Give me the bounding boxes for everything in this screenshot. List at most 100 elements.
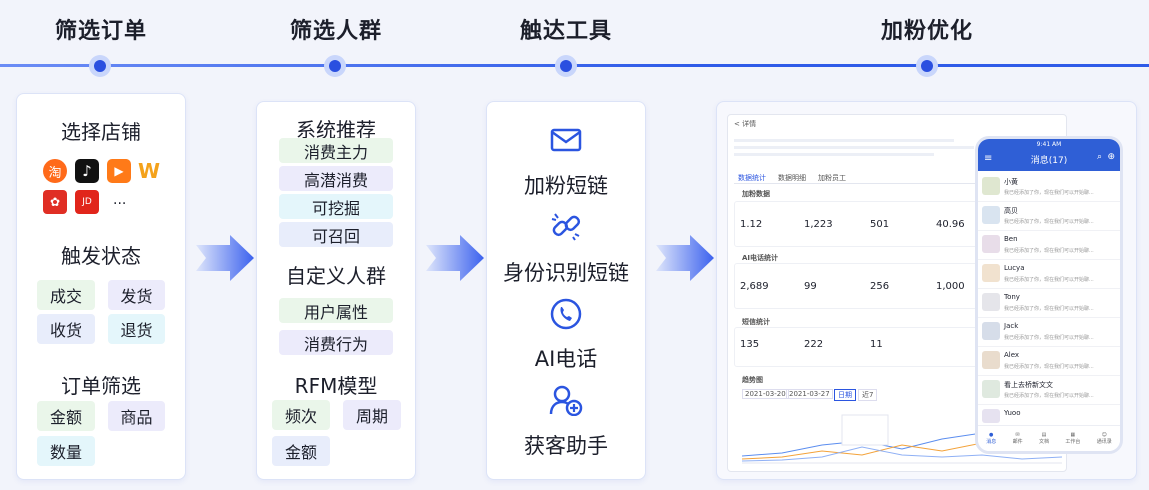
dash-tab-stats[interactable]: 数据统计 xyxy=(738,174,766,182)
list-item[interactable]: 看上去桥新文文我已经添加了你，现在我们可以开始聊... xyxy=(978,376,1120,405)
chip-recallable[interactable]: 可召回 xyxy=(279,222,393,247)
stat-value: 40.96 xyxy=(936,219,965,230)
more-stores: ... xyxy=(113,192,127,208)
list-item[interactable]: 小黄我已经添加了你，现在我们可以开始聊... xyxy=(978,173,1120,202)
nav-contacts[interactable]: ☺通讯录 xyxy=(1096,432,1112,445)
tool-identity-link[interactable]: 身份识别短链 xyxy=(503,261,629,285)
contact-preview: 我已经添加了你，现在我们可以开始聊... xyxy=(1004,364,1094,370)
chip-return[interactable]: 退货 xyxy=(108,314,165,344)
store-title: 选择店铺 xyxy=(61,120,141,144)
dash-section-fans: 加粉数据 xyxy=(742,190,770,198)
list-item[interactable]: Yuoo xyxy=(978,405,1120,425)
contact-preview: 我已经添加了你，现在我们可以开始聊... xyxy=(1004,219,1094,225)
tool-short-link[interactable]: 加粉短链 xyxy=(524,174,608,198)
add-icon[interactable]: ⊕ xyxy=(1107,152,1115,162)
stat-value: 1,000 xyxy=(936,281,965,292)
chip-user-attr[interactable]: 用户属性 xyxy=(279,298,393,323)
timeline-dot xyxy=(89,55,111,77)
avatar xyxy=(982,380,1000,398)
chip-ship[interactable]: 发货 xyxy=(108,280,165,310)
dash-section-ai: AI电话统计 xyxy=(742,254,779,262)
avatar xyxy=(982,409,1000,423)
pinduoduo-icon: ✿ xyxy=(43,190,67,214)
nav-workbench[interactable]: ▦工作台 xyxy=(1065,432,1081,445)
chip-rfm-amount[interactable]: 金额 xyxy=(272,436,330,466)
chip-deal[interactable]: 成交 xyxy=(37,280,95,310)
douyin-icon: ♪ xyxy=(75,159,99,183)
stat-value: 1.12 xyxy=(740,219,763,230)
contact-preview: 我已经添加了你，现在我们可以开始聊... xyxy=(1004,248,1094,254)
stage-title-crowd: 筛选人群 xyxy=(289,19,382,44)
stat-value: 2,689 xyxy=(740,281,769,292)
btn-day[interactable]: 日期 xyxy=(834,389,856,401)
phone-title: 消息(17) xyxy=(1030,156,1068,166)
tool-acquire-assistant[interactable]: 获客助手 xyxy=(524,434,608,458)
contact-preview: 我已经添加了你，现在我们可以开始聊... xyxy=(1004,190,1094,196)
chip-cycle[interactable]: 周期 xyxy=(343,400,401,430)
orders-card: 选择店铺 淘 ♪ ▶ W ✿ JD ... 触发状态 成交 发货 收货 退货 订… xyxy=(16,93,186,480)
chip-high-potential[interactable]: 高潜消费 xyxy=(279,166,393,191)
dash-back[interactable]: < 详情 xyxy=(734,120,757,128)
stat-value: 256 xyxy=(870,281,890,292)
nav-messages[interactable]: ●消息 xyxy=(986,432,997,445)
contact-preview: 我已经添加了你，现在我们可以开始聊... xyxy=(1004,335,1094,341)
list-item[interactable]: Lucya 我已经添加了你，现在我们可以开始聊... xyxy=(978,260,1120,289)
avatar xyxy=(982,322,1000,340)
dash-tab-staff[interactable]: 加粉员工 xyxy=(818,174,846,182)
chip-receive[interactable]: 收货 xyxy=(37,314,95,344)
stat-value: 501 xyxy=(870,219,890,230)
phone-nav: ●消息 ✉邮件 ▤文档 ▦工作台 ☺通讯录 xyxy=(978,425,1120,451)
contact-name: Alex xyxy=(1004,351,1020,359)
stat-value: 99 xyxy=(804,281,817,292)
optimize-card: < 详情 数据统计 数据明细 加粉员工 加粉数据 1.12 1,223 501 … xyxy=(716,101,1137,480)
stat-value: 222 xyxy=(804,339,824,350)
dash-section-trend: 趋势图 xyxy=(742,376,763,384)
user-add-icon xyxy=(549,385,583,416)
nav-mail[interactable]: ✉邮件 xyxy=(1012,432,1023,445)
dash-tab-detail[interactable]: 数据明细 xyxy=(778,174,806,182)
contact-name: 看上去桥新文文 xyxy=(1004,381,1053,389)
btn-week[interactable]: 近7 xyxy=(858,389,878,401)
chip-amount[interactable]: 金额 xyxy=(37,401,95,431)
contact-preview: 我已经添加了你，现在我们可以开始聊... xyxy=(1004,306,1094,312)
dash-section-sms: 短信统计 xyxy=(742,318,770,326)
avatar xyxy=(982,264,1000,282)
chip-frequency[interactable]: 频次 xyxy=(272,400,330,430)
menu-icon[interactable]: ≡ xyxy=(984,153,993,164)
stat-value: 1,223 xyxy=(804,219,833,230)
avatar xyxy=(982,177,1000,195)
status-title: 触发状态 xyxy=(61,244,141,268)
chip-quantity[interactable]: 数量 xyxy=(37,436,95,466)
contact-name: Lucya xyxy=(1004,264,1025,272)
chip-main-consumer[interactable]: 消费主力 xyxy=(279,138,393,163)
jd-icon: JD xyxy=(75,190,99,214)
flow-arrow xyxy=(196,235,254,281)
contact-list: 小黄我已经添加了你，现在我们可以开始聊... 高贝我已经添加了你，现在我们可以开… xyxy=(978,173,1120,425)
timeline-dot xyxy=(324,55,346,77)
date-from[interactable]: 2021-03-20 xyxy=(742,389,789,399)
contact-preview: 我已经添加了你，现在我们可以开始聊... xyxy=(1004,393,1094,399)
phone-screenshot: 9:41 AM ≡ 消息(17) ⌕ ⊕ 小黄我已经添加了你，现在我们可以开始聊… xyxy=(975,136,1123,454)
timeline-dot xyxy=(916,55,938,77)
chip-minable[interactable]: 可挖掘 xyxy=(279,194,393,219)
nav-docs[interactable]: ▤文档 xyxy=(1038,432,1049,445)
rfm-title: RFM模型 xyxy=(294,374,378,398)
chip-consume-behavior[interactable]: 消费行为 xyxy=(279,330,393,355)
chip-product[interactable]: 商品 xyxy=(108,401,165,431)
list-item[interactable]: Alex 我已经添加了你，现在我们可以开始聊... xyxy=(978,347,1120,376)
contact-name: 高贝 xyxy=(1004,207,1018,215)
taobao-icon: 淘 xyxy=(43,159,67,183)
avatar xyxy=(982,235,1000,253)
list-item[interactable]: 高贝我已经添加了你，现在我们可以开始聊... xyxy=(978,202,1120,231)
date-to[interactable]: 2021-03-27 xyxy=(786,389,833,399)
contact-name: 小黄 xyxy=(1004,178,1018,186)
avatar xyxy=(982,293,1000,311)
phone-time: 9:41 AM xyxy=(1036,141,1062,148)
mail-icon xyxy=(550,128,582,152)
tool-ai-call[interactable]: AI电话 xyxy=(534,347,598,371)
search-icon[interactable]: ⌕ xyxy=(1096,152,1102,162)
contact-preview: 我已经添加了你，现在我们可以开始聊... xyxy=(1004,277,1094,283)
